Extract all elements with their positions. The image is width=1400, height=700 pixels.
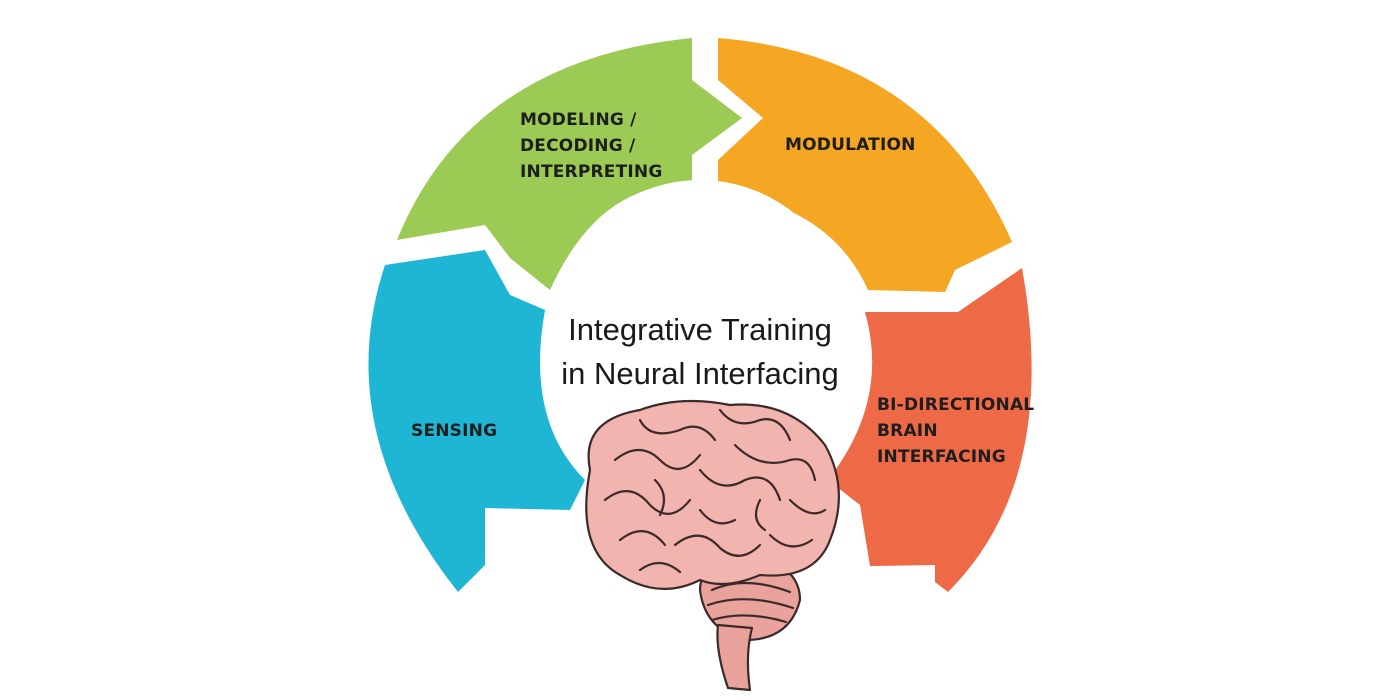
label-modulation: MODULATION (785, 135, 916, 155)
center-title-line-1: Integrative Training (568, 312, 832, 347)
center-title-line-2: in Neural Interfacing (561, 356, 839, 391)
label-bidirectional: BI-DIRECTIONAL BRAIN INTERFACING (877, 395, 1035, 467)
center-title: Integrative Training in Neural Interfaci… (515, 308, 885, 396)
label-sensing: SENSING (411, 421, 498, 441)
segment-modeling (397, 38, 742, 290)
segment-modulation (718, 38, 1012, 292)
brain-icon (585, 399, 840, 692)
center-circle (550, 180, 850, 480)
label-modeling: MODELING / DECODING / INTERPRETING (520, 110, 663, 182)
segment-bidirectional (828, 268, 1032, 592)
segment-sensing (368, 250, 585, 592)
